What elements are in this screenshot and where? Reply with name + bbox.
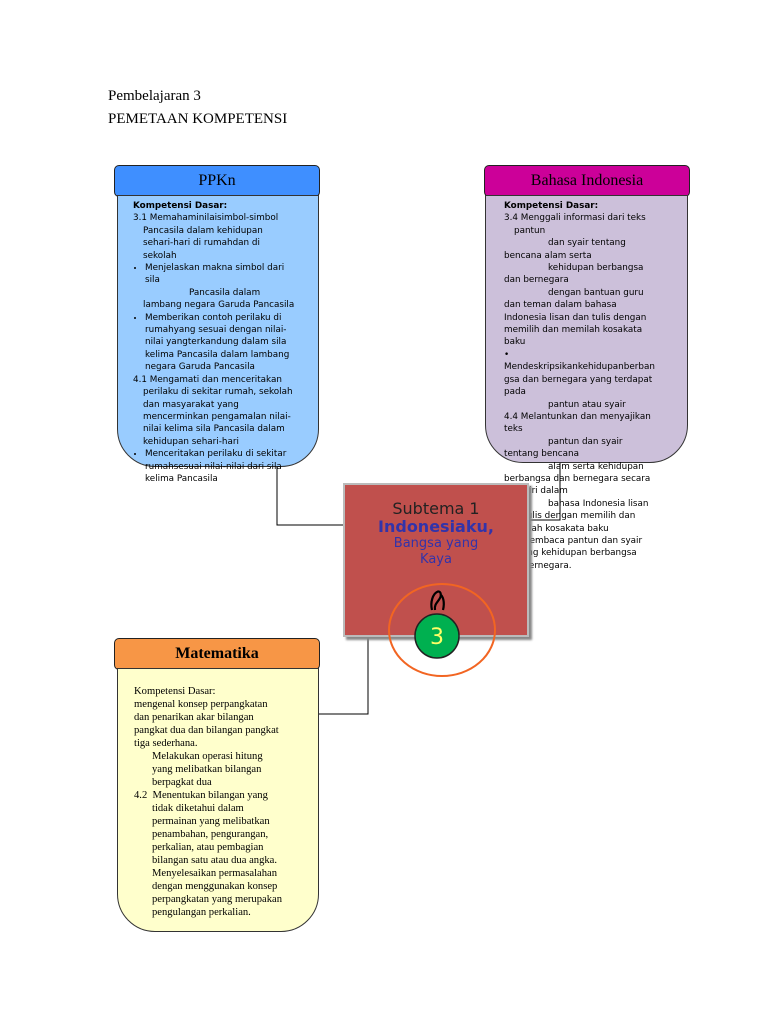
ppkn-text: dan masyarakat yang — [143, 399, 239, 410]
bahasa-text: Indonesia lisan dan tulis dengan — [504, 312, 647, 323]
bahasa-text: pada — [504, 387, 526, 398]
connector-matematika — [319, 637, 369, 715]
bahasa-text: dan tulis dengan memilih dan — [504, 511, 636, 522]
matematika-text: penambahan, pengurangan, — [152, 829, 269, 840]
ppkn-text: perilaku di sekitar rumah, sekolah — [143, 387, 293, 398]
subtema-title-line3: Kaya — [420, 552, 452, 567]
subtema-label: Subtema 1 — [392, 499, 480, 518]
bahasa-text: tentang kehidupan berbangsa — [504, 548, 637, 559]
bahasa-text: tentang bencana — [504, 449, 579, 460]
bahasa-text: 3.4 Menggali informasi dari teks — [504, 213, 646, 224]
matematika-text: perpangkatan yang merupakan — [152, 894, 283, 905]
ppkn-text: nilai kelima sila Pancasila dalam — [143, 424, 285, 435]
hanger-icon — [430, 590, 445, 611]
matematika-text: yang melibatkan bilangan — [152, 764, 262, 775]
bahasa-text: bencana alam serta — [504, 250, 592, 261]
green-badge-circle — [414, 613, 460, 659]
bahasa-text: dan syair tentang — [548, 238, 626, 249]
subtema-box: Subtema 1 Indonesiaku, Bangsa yang Kaya — [343, 483, 529, 637]
ppkn-text: sekolah — [143, 250, 177, 261]
bahasa-text: pantun atau syair — [548, 399, 626, 410]
matematika-competency-box: Kompetensi Dasar: mengenal konsep perpan… — [117, 668, 319, 932]
ppkn-text: sehari-hari di rumahdan di — [143, 238, 260, 249]
page-title: PEMETAAN KOMPETENSI — [108, 111, 288, 127]
ppkn-text: 4.1 Mengamati dan menceritakan — [133, 374, 282, 385]
ppkn-kd-label: Kompetensi Dasar: — [133, 201, 228, 211]
lesson-number: Pembelajaran 3 — [108, 88, 201, 104]
matematika-text: berpagkat dua — [152, 777, 212, 788]
bahasa-title: Bahasa Indonesia — [484, 165, 690, 197]
bahasa-text: dan bernegara. — [504, 560, 572, 571]
ppkn-bullet: Menceritakan perilaku di sekitarrumahses… — [145, 448, 308, 485]
matematika-text: dengan menggunakan konsep — [152, 881, 278, 892]
bahasa-text: dan teman dalam bahasa — [504, 300, 617, 311]
matematika-text: pangkat dua dan bilangan pangkat — [134, 725, 279, 736]
bahasa-text: berbangsa dan bernegara secara — [504, 473, 651, 484]
matematika-text: dan penarikan akar bilangan — [134, 712, 254, 723]
ppkn-text: 3.1 Memahaminilaisimbol-simbol — [133, 213, 279, 224]
lesson-badge-graphic: 3 — [388, 583, 496, 677]
matematika-text: mengenal konsep perpangkatan — [134, 699, 268, 710]
lesson-badge-number: 3 — [430, 625, 444, 650]
bahasa-text: Membaca pantun dan syair — [522, 535, 643, 546]
ppkn-text: mencerminkan pengamalan nilai- — [143, 411, 291, 422]
matematika-kd-label: Kompetensi Dasar: — [134, 686, 216, 697]
ppkn-text: lambang negara Garuda Pancasila — [143, 300, 295, 311]
ppkn-list-3: Menceritakan perilaku di sekitarrumahses… — [133, 448, 308, 485]
ppkn-text: Pancasila dalam — [189, 287, 261, 298]
subtema-title-line1: Indonesiaku, — [378, 517, 494, 536]
ppkn-title: PPKn — [114, 165, 320, 197]
matematika-text: Menyelesaikan permasalahan — [152, 868, 278, 879]
orange-ring — [388, 583, 496, 677]
bahasa-text: kehidupan berbangsa — [548, 263, 644, 274]
matematika-text: perkalian, atau pembagian — [152, 842, 264, 853]
matematika-text: tiga sederhana. — [134, 738, 198, 749]
bahasa-text: mandiri dalam — [504, 486, 568, 497]
bahasa-competency-box: Kompetensi Dasar: 3.4 Menggali informasi… — [485, 195, 688, 571]
bahasa-text: pantun dan syair — [548, 436, 623, 447]
matematika-text: pengulangan perkalian. — [152, 907, 251, 918]
bahasa-text: baku — [504, 337, 526, 348]
connector-bahasa — [529, 463, 561, 521]
matematika-text: permainan yang melibatkan — [152, 816, 270, 827]
bahasa-text: pantun — [514, 225, 546, 236]
bahasa-text: Mendeskripsikankehidupanberban — [504, 362, 655, 373]
bahasa-bullet-icon: • — [504, 349, 510, 360]
bahasa-text: dan bernegara — [504, 275, 569, 286]
ppkn-text: Pancasila dalam kehidupan — [143, 225, 263, 236]
bahasa-text: 4.4 Melantunkan dan menyajikan — [504, 411, 651, 422]
bahasa-text: bahasa Indonesia lisan — [548, 498, 649, 509]
bahasa-text: memilih dan memilah kosakata — [504, 325, 643, 336]
bahasa-text: dengan bantuan guru — [548, 287, 644, 298]
matematika-item-42: 4.2 Menentukan bilangan yang — [134, 790, 268, 801]
matematika-text: Melakukan operasi hitung — [152, 751, 263, 762]
bahasa-text: alam serta kehidupan — [548, 461, 644, 472]
bahasa-text: gsa dan bernegara yang terdapat — [504, 374, 653, 385]
ppkn-competency-box: Kompetensi Dasar: 3.1 Memahaminilaisimbo… — [117, 195, 319, 484]
matematika-text: bilangan satu atau dua angka. — [152, 855, 278, 866]
matematika-text: tidak diketahui dalam — [152, 803, 244, 814]
matematika-title: Matematika — [114, 638, 320, 670]
bahasa-text: memilah kosakata baku — [504, 523, 609, 534]
subtema-title-line2: Bangsa yang — [393, 536, 479, 551]
ppkn-text: kehidupan sehari-hari — [143, 436, 239, 447]
bahasa-kd-label: Kompetensi Dasar: — [504, 201, 599, 211]
bahasa-text: teks — [504, 424, 523, 435]
connector-ppkn — [276, 465, 345, 526]
